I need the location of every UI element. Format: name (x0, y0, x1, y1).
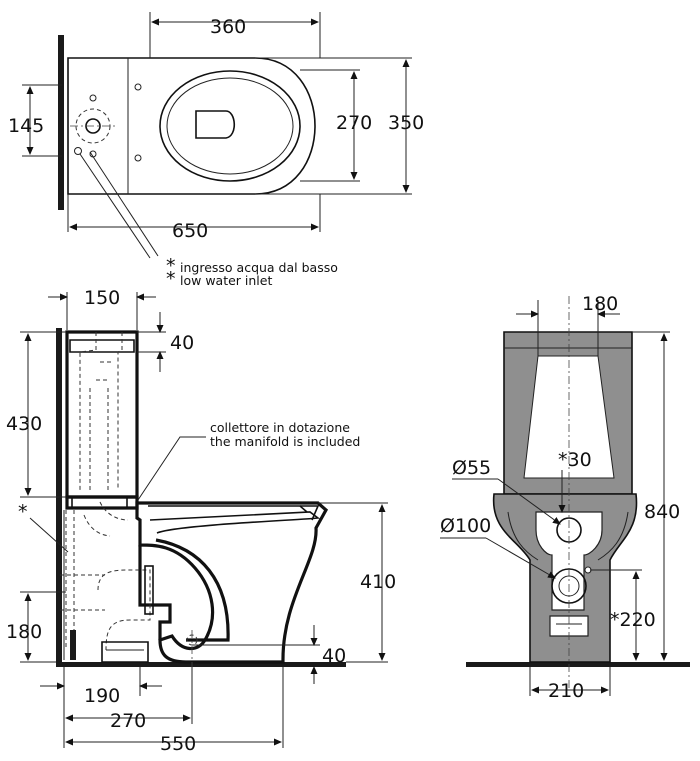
dim-190: 190 (84, 685, 120, 707)
dim-145: 145 (8, 115, 44, 137)
dim-40-floor: 40 (322, 645, 346, 667)
side-view: 150 40 430 collettore in dotazione the m… (6, 287, 396, 755)
dim-180-front: 180 (582, 293, 618, 315)
inlet-note-english: low water inlet (180, 273, 272, 288)
dim-180-side: 180 (6, 621, 42, 643)
side-inlet-marker: * (18, 501, 28, 523)
dim-diameter-55: Ø55 (452, 457, 491, 479)
top-view: 360 270 350 145 650 (8, 12, 424, 259)
dim-650: 650 (172, 220, 208, 242)
inlet-note-italian: ingresso acqua dal basso (180, 260, 338, 275)
dim-360: 360 (210, 16, 246, 38)
dim-inlet-offset-30: *30 (558, 449, 592, 471)
dim-410: 410 (360, 571, 396, 593)
inlet-marker-1: * (166, 255, 176, 277)
dim-550: 550 (160, 733, 196, 755)
dim-430: 430 (6, 413, 42, 435)
manifold-note-italian: collettore in dotazione (210, 420, 350, 435)
dim-350: 350 (388, 112, 424, 134)
inlet-marker-2: * (166, 268, 176, 290)
dim-inlet-height-220: *220 (610, 609, 656, 631)
dim-840: 840 (644, 501, 680, 523)
manifold-note-english: the manifold is included (210, 434, 360, 449)
dim-270-side: 270 (110, 710, 146, 732)
dim-diameter-100: Ø100 (440, 515, 491, 537)
dim-210: 210 (548, 680, 584, 702)
dim-40-tank: 40 (170, 332, 194, 354)
dim-270-top: 270 (336, 112, 372, 134)
dim-150: 150 (84, 287, 120, 309)
front-view: 180 Ø55 *30 Ø100 840 *220 210 (440, 293, 690, 702)
inlet-note: * ingresso acqua dal basso * low water i… (166, 255, 338, 290)
